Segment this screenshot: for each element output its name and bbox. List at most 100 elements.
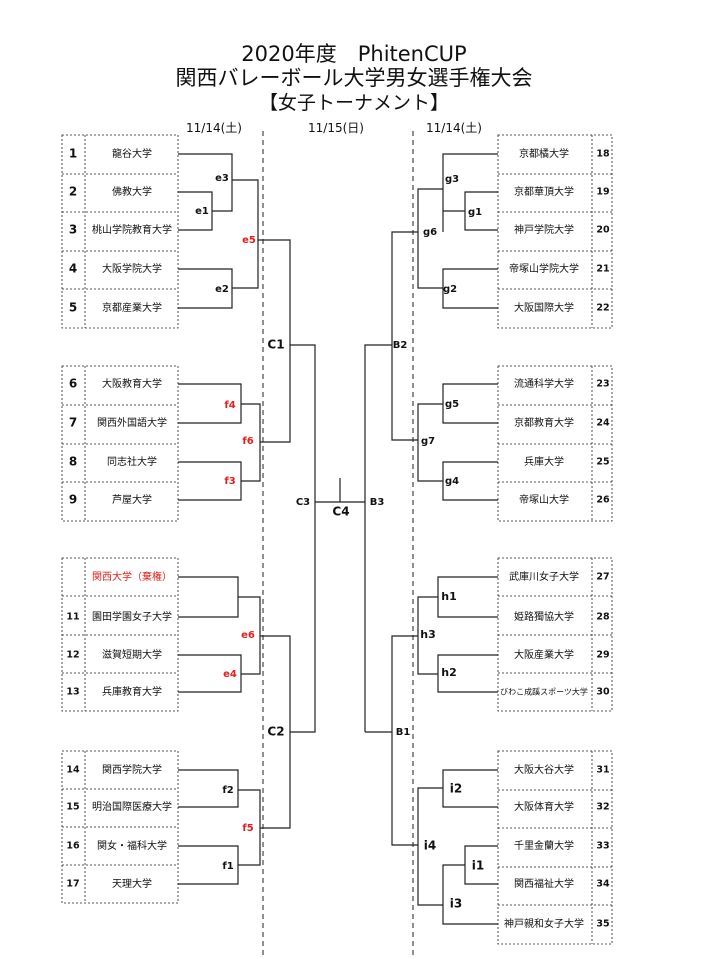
team-name: びわこ成蹊スポーツ大学 bbox=[500, 687, 588, 697]
bracket-e4 bbox=[178, 654, 242, 693]
match-label-g6: g6 bbox=[423, 227, 437, 238]
team-name: 神戸学院大学 bbox=[514, 223, 574, 236]
match-label-e3: e3 bbox=[215, 173, 229, 184]
match-label-f4: f4 bbox=[224, 400, 235, 411]
bracket-c1-top bbox=[263, 239, 291, 345]
bracket-f2 bbox=[178, 769, 239, 808]
team-seed: 34 bbox=[596, 879, 610, 890]
team-name: 流通科学大学 bbox=[514, 377, 574, 390]
team-seed: 8 bbox=[69, 455, 77, 469]
team-seed: 7 bbox=[69, 416, 77, 430]
match-label-g3: g3 bbox=[445, 174, 459, 185]
team-name: 帝塚山大学 bbox=[519, 493, 569, 506]
team-seed: 21 bbox=[596, 264, 609, 275]
team-name: 園田学園女子大学 bbox=[92, 610, 172, 623]
team-seed: 5 bbox=[69, 301, 77, 315]
team-name: 姫路獨協大学 bbox=[514, 610, 574, 623]
date-center: 11/15(日) bbox=[308, 121, 364, 135]
bracket-c2 bbox=[260, 502, 316, 829]
match-label-B3: B3 bbox=[370, 497, 385, 508]
team-box-R-2 bbox=[497, 557, 613, 712]
match-label-h1: h1 bbox=[441, 590, 457, 603]
team-name: 帝塚山学院大学 bbox=[509, 262, 579, 275]
match-label-e4: e4 bbox=[223, 669, 237, 680]
match-label-f2: f2 bbox=[222, 785, 233, 796]
team-name: 京都華頂大学 bbox=[514, 185, 574, 198]
team-seed: 17 bbox=[66, 879, 79, 890]
team-name: 龍谷大学 bbox=[112, 147, 152, 160]
match-label-e5: e5 bbox=[242, 235, 256, 246]
bracket-b2 bbox=[391, 231, 418, 441]
team-name: 明治国際医療大学 bbox=[92, 800, 172, 813]
team-name: 大阪産業大学 bbox=[514, 648, 574, 661]
match-label-e6: e6 bbox=[241, 630, 255, 641]
team-seed: 15 bbox=[66, 802, 79, 813]
team-seed: 20 bbox=[596, 225, 610, 236]
team-box-L-1 bbox=[61, 365, 179, 522]
bracket-e5-top bbox=[232, 179, 263, 241]
team-box-L-0 bbox=[61, 134, 179, 329]
match-label-h2: h2 bbox=[441, 666, 457, 679]
match-label-f5: f5 bbox=[242, 823, 253, 834]
bracket-b-mid bbox=[364, 344, 392, 732]
team-name: 桃山学院教育大学 bbox=[92, 223, 172, 236]
team-seed: 27 bbox=[596, 572, 609, 583]
team-name: 千里金蘭大学 bbox=[514, 839, 574, 852]
bracket-g3-top bbox=[442, 153, 498, 211]
bracket-i3 bbox=[442, 864, 498, 925]
match-label-g7: g7 bbox=[421, 436, 435, 447]
bracket-e5-bottom bbox=[232, 240, 259, 289]
team-name: 大阪教育大学 bbox=[102, 377, 162, 390]
team-seed: 3 bbox=[69, 223, 77, 237]
team-seed: 12 bbox=[66, 650, 79, 661]
match-label-i2: i2 bbox=[450, 782, 462, 796]
match-label-e2: e2 bbox=[215, 284, 229, 295]
bracket-i4 bbox=[417, 787, 443, 906]
team-seed: 9 bbox=[69, 493, 77, 507]
title-line-2: 関西バレーボール大学男女選手権大会 bbox=[175, 66, 533, 90]
team-seed: 31 bbox=[596, 765, 609, 776]
team-seed: 22 bbox=[596, 303, 609, 314]
team-name: 同志社大学 bbox=[107, 455, 157, 468]
match-label-C2: C2 bbox=[267, 725, 284, 739]
team-box-R-3 bbox=[497, 750, 613, 945]
team-name: 芦屋大学 bbox=[112, 493, 152, 506]
date-left: 11/14(土) bbox=[186, 121, 242, 135]
match-label-B1: B1 bbox=[396, 727, 411, 738]
match-label-g1: g1 bbox=[468, 207, 482, 218]
match-label-h3: h3 bbox=[420, 628, 436, 641]
team-name: 大阪国際大学 bbox=[514, 301, 574, 314]
team-box-R-1 bbox=[497, 365, 613, 522]
match-label-f3: f3 bbox=[224, 476, 235, 487]
bracket-g6 bbox=[417, 188, 443, 289]
team-name: 滋賀短期大学 bbox=[102, 648, 162, 661]
team-name: 京都橘大学 bbox=[519, 147, 569, 160]
team-seed: 35 bbox=[596, 919, 609, 930]
team-name: 佛教大学 bbox=[112, 185, 152, 198]
team-seed: 4 bbox=[69, 262, 77, 276]
title-line-3: 【女子トーナメント】 bbox=[258, 92, 449, 114]
team-name: 京都教育大学 bbox=[514, 416, 574, 429]
team-seed: 30 bbox=[596, 687, 610, 698]
bracket-g7 bbox=[417, 403, 443, 482]
team-seed: 28 bbox=[596, 612, 610, 623]
team-seed: 24 bbox=[596, 418, 610, 429]
team-box-L-2 bbox=[61, 557, 179, 712]
match-label-C3: C3 bbox=[296, 497, 310, 508]
match-label-g5: g5 bbox=[445, 399, 459, 410]
team-name: 大阪学院大学 bbox=[102, 262, 162, 275]
team-name: 神戸親和女子大学 bbox=[504, 917, 584, 930]
match-label-C4: C4 bbox=[332, 505, 349, 519]
match-label-i1: i1 bbox=[472, 859, 484, 873]
team-name: 関西大学（棄権） bbox=[92, 570, 172, 583]
team-name: 大阪大谷大学 bbox=[514, 763, 574, 776]
match-label-g2: g2 bbox=[443, 284, 457, 295]
match-label-i4: i4 bbox=[424, 839, 436, 853]
match-label-g4: g4 bbox=[445, 476, 459, 487]
match-label-B2: B2 bbox=[393, 340, 408, 351]
team-seed: 6 bbox=[69, 377, 77, 391]
team-seed: 23 bbox=[596, 379, 609, 390]
bracket-c1 bbox=[260, 344, 316, 502]
team-name: 大阪体育大学 bbox=[514, 800, 574, 813]
